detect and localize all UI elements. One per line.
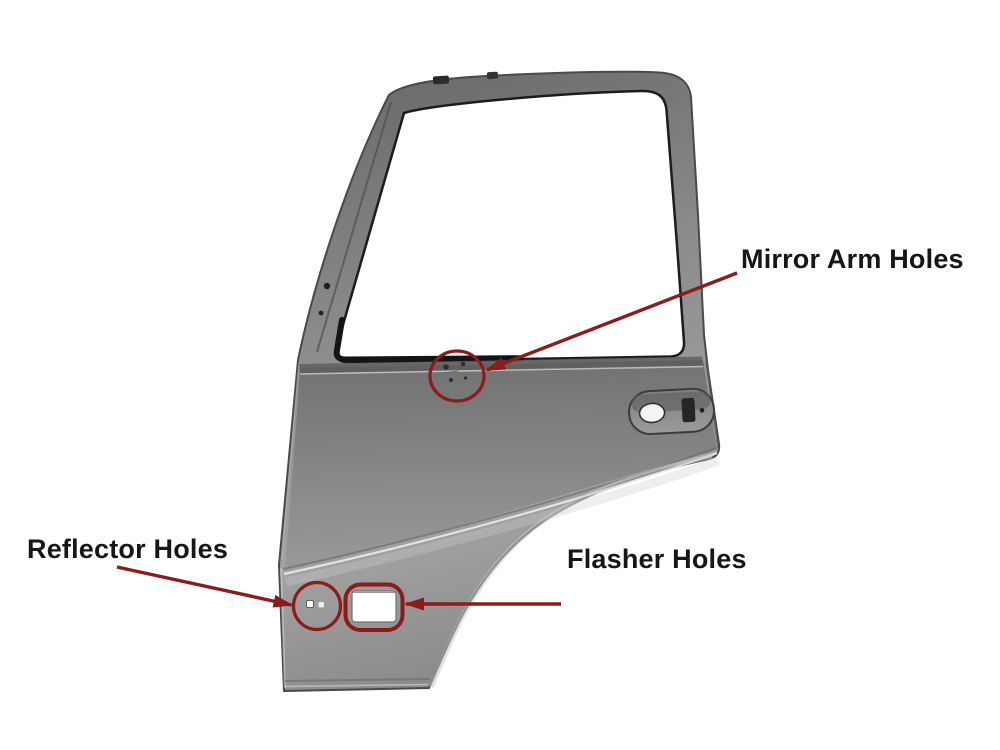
a-pillar-frame-line xyxy=(316,101,392,353)
reflector-holes xyxy=(306,600,324,608)
pillar-fastener-icon xyxy=(318,310,324,316)
frame-clip-icon xyxy=(486,71,499,80)
door-upper-body-shading xyxy=(285,360,717,571)
body-crease-highlight xyxy=(283,451,718,576)
front-edge-upper-line xyxy=(281,361,300,561)
handle-screw xyxy=(699,408,705,413)
truck-door-illustration xyxy=(278,70,721,692)
mirror-arm-holes xyxy=(442,361,468,382)
reflector-holes-label: Reflector Holes xyxy=(27,534,229,564)
body-crease-soft-band xyxy=(285,456,720,587)
reflector-holes-marker xyxy=(291,580,343,632)
flasher-holes xyxy=(351,590,397,623)
window-gasket xyxy=(333,317,523,363)
wheel-arch-highlight xyxy=(428,453,713,689)
handle-slot xyxy=(681,397,696,423)
bottom-lip-shadow xyxy=(284,678,430,682)
door-handle-recess xyxy=(628,387,716,436)
mirror-arm-holes-marker xyxy=(428,349,486,403)
annotation-markers xyxy=(116,271,738,632)
flasher-holes-label: Flasher Holes xyxy=(567,544,747,574)
handle-hole xyxy=(638,402,666,424)
mirror-arm-holes-label: Mirror Arm Holes xyxy=(741,244,964,274)
frame-clip-icon xyxy=(432,75,450,85)
flasher-holes-marker xyxy=(343,582,405,632)
reflector-arrow xyxy=(116,565,294,608)
bottom-lip-highlight xyxy=(284,683,429,688)
mirror-arm-arrow xyxy=(485,271,738,372)
front-edge-highlight xyxy=(280,567,286,689)
pillar-fastener-icon xyxy=(323,282,331,290)
